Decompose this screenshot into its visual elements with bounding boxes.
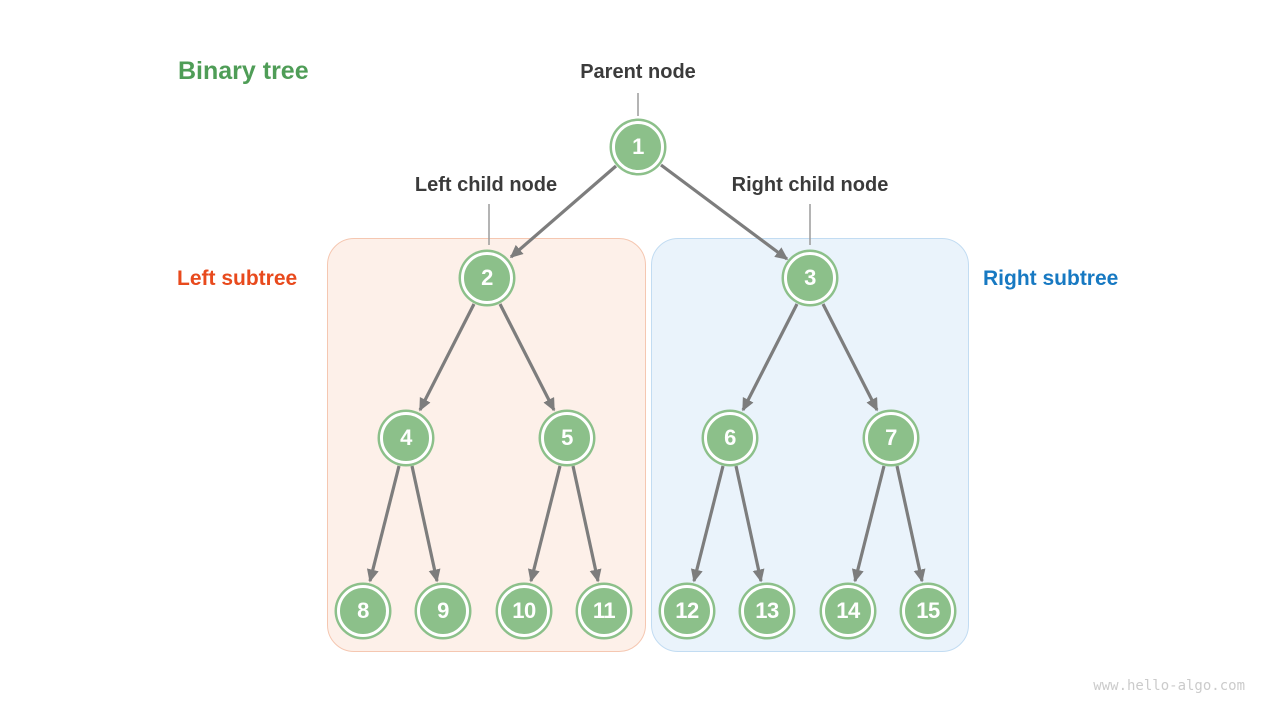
tree-node-10: 10 (498, 585, 550, 637)
tree-node-14: 14 (822, 585, 874, 637)
tree-node-3: 3 (784, 252, 836, 304)
tree-node-8: 8 (337, 585, 389, 637)
tree-node-5: 5 (541, 412, 593, 464)
parent-node-label: Parent node (580, 61, 696, 83)
left-subtree-label: Left subtree (177, 267, 298, 290)
tree-node-11: 11 (578, 585, 630, 637)
tree-node-12: 12 (661, 585, 713, 637)
left-child-node-label: Left child node (414, 174, 558, 196)
tree-node-4: 4 (380, 412, 432, 464)
right-child-node-label: Right child node (731, 174, 889, 196)
tree-node-15: 15 (902, 585, 954, 637)
tree-node-7: 7 (865, 412, 917, 464)
diagram-title: Binary tree (178, 57, 309, 85)
tree-node-13: 13 (741, 585, 793, 637)
tree-node-1: 1 (612, 121, 664, 173)
tree-node-9: 9 (417, 585, 469, 637)
tree-node-2: 2 (461, 252, 513, 304)
tree-node-6: 6 (704, 412, 756, 464)
right-subtree-label: Right subtree (983, 267, 1119, 290)
watermark: www.hello-algo.com (1093, 678, 1245, 694)
